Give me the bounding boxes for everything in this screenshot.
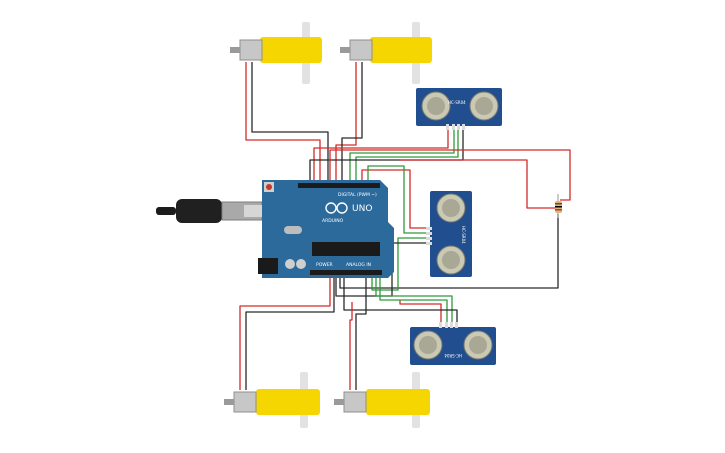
- wire-black: [355, 278, 367, 390]
- wire-green: [367, 165, 428, 234]
- crystal: [284, 226, 302, 234]
- sensor-transducer-mesh: [469, 336, 487, 354]
- wire-black: [341, 62, 363, 186]
- sensor-label: HC-SR04: [448, 100, 466, 105]
- motor-gearbox: [260, 37, 322, 63]
- wire-black: [309, 128, 464, 186]
- sensor-pins: [446, 124, 465, 130]
- analog-pins-label: ANALOG IN: [346, 262, 371, 268]
- sensor-pins: [439, 322, 458, 328]
- wire-black: [343, 278, 458, 326]
- arduino-uno-board[interactable]: UNO ARDUINO DIGITAL (PWM ~) POWER ANALOG…: [258, 180, 394, 278]
- power-jack: [258, 258, 278, 274]
- digital-pins-label: DIGITAL (PWM ~): [338, 192, 377, 198]
- arduino-logo: [325, 202, 348, 214]
- wire-green: [379, 278, 448, 326]
- wire-red: [361, 169, 428, 229]
- motor-terminal: [334, 399, 344, 405]
- power-pins-label: POWER: [316, 262, 333, 268]
- motor-gearbox: [366, 389, 430, 415]
- wire-red: [399, 300, 442, 326]
- wire-black: [339, 214, 559, 289]
- usb-cable[interactable]: [156, 199, 263, 223]
- motor-terminal: [230, 47, 240, 53]
- motor-terminal: [224, 399, 234, 405]
- usb-cable-tail: [156, 207, 176, 215]
- motor-bottom-right[interactable]: [334, 372, 430, 428]
- motor-can: [349, 39, 373, 61]
- resistor[interactable]: [555, 194, 562, 218]
- motor-terminal: [340, 47, 350, 53]
- motor-bottom-left[interactable]: [224, 372, 320, 428]
- motor-can: [239, 39, 263, 61]
- sensor-transducer-mesh: [419, 336, 437, 354]
- sensor-transducer-mesh: [442, 251, 460, 269]
- wire-red: [335, 62, 357, 186]
- motor-can: [343, 391, 367, 413]
- wire-red: [239, 278, 331, 390]
- ultrasonic-sensor-top[interactable]: HC-SR04: [416, 88, 502, 130]
- resistor-band: [555, 209, 562, 211]
- sensor-transducer-mesh: [427, 97, 445, 115]
- digital-header: [298, 183, 380, 188]
- wire-red: [400, 159, 555, 209]
- motor-can: [233, 391, 257, 413]
- reset-button-cap: [266, 184, 272, 190]
- motor-top-right[interactable]: [340, 22, 432, 84]
- motor-top-left[interactable]: [230, 22, 322, 84]
- sensor-label: HC-SR04: [444, 353, 462, 358]
- wire-red: [329, 149, 571, 201]
- resistor-band: [555, 203, 562, 205]
- atmega-chip: [312, 242, 380, 256]
- wire-green: [355, 128, 459, 186]
- wire-black: [251, 62, 329, 186]
- wires: [239, 62, 571, 390]
- usb-cable-plug: [176, 199, 222, 223]
- ultrasonic-sensor-bottom[interactable]: HC-SR04: [410, 322, 496, 365]
- power-header: [310, 270, 382, 275]
- sensor-transducer-mesh: [475, 97, 493, 115]
- arduino-name-label: ARDUINO: [322, 218, 344, 224]
- wire-black: [245, 278, 335, 390]
- usb-connector-inner: [244, 205, 262, 217]
- sensor-transducer-mesh: [442, 199, 460, 217]
- wire-red: [349, 302, 353, 390]
- capacitor: [285, 259, 295, 269]
- ultrasonic-sensor-middle[interactable]: HC-SR04: [426, 191, 472, 277]
- motor-gearbox: [370, 37, 432, 63]
- sensor-pins: [426, 227, 432, 245]
- arduino-brand-label: UNO: [352, 204, 372, 214]
- wire-green: [371, 237, 428, 291]
- wire-red: [245, 62, 321, 186]
- wire-green: [349, 128, 455, 186]
- wire-green: [375, 278, 453, 326]
- capacitor: [296, 259, 306, 269]
- motor-gearbox: [256, 389, 320, 415]
- sensor-label: HC-SR04: [461, 226, 466, 244]
- wire-red: [313, 128, 449, 186]
- resistor-band: [555, 206, 562, 208]
